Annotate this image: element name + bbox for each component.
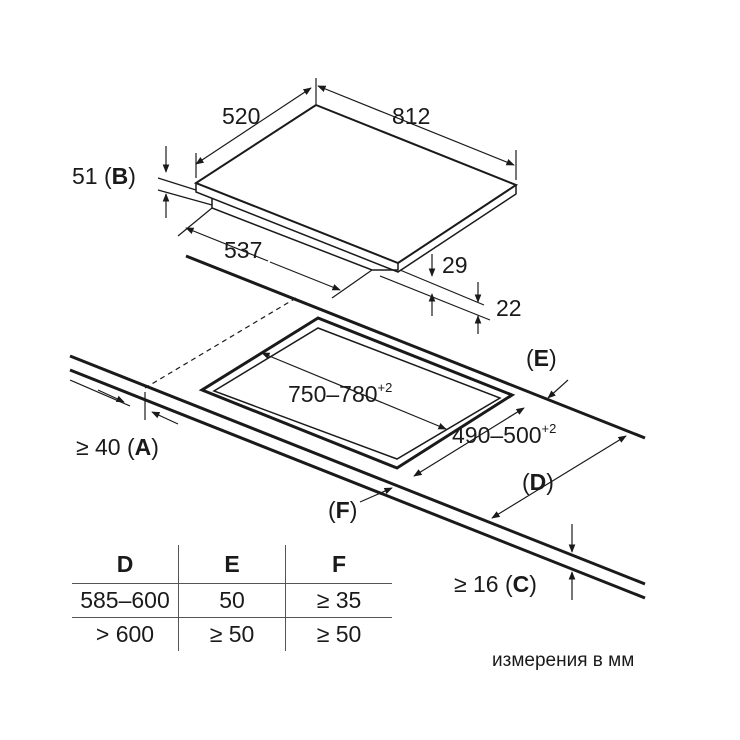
worktop-drawing (69, 254, 646, 600)
dim-arrow-f (359, 487, 393, 503)
worktop-front-edge-bottom (69, 368, 646, 600)
label-e: (E) (526, 345, 557, 371)
dim-arrow-a-right (151, 411, 179, 425)
dim-line-537 (185, 227, 269, 262)
units-note: измерения в мм (492, 650, 635, 671)
table-cell: ≥ 50 (178, 617, 286, 651)
worktop-left-dashed (144, 297, 297, 389)
label-490-500: 490–500+2 (452, 421, 556, 448)
cutout-outer (198, 316, 516, 470)
label-d: (D) (522, 469, 554, 495)
table-header-f: F (285, 545, 392, 584)
label-520: 520 (222, 103, 260, 129)
hob-front-edge (195, 183, 517, 273)
clearance-table: D E F 585–600 50 ≥ 35 > 600 ≥ 50 ≥ 50 (72, 545, 392, 651)
dim-arrow-a-left (97, 389, 125, 403)
table-row: 585–600 50 ≥ 35 (72, 583, 392, 618)
dim-line-812 (317, 85, 515, 166)
worktop-back-edge (185, 254, 646, 440)
worktop-front-edge-top (69, 354, 646, 586)
dim-line-520 (195, 87, 312, 165)
dim-line-490-500 (413, 407, 525, 477)
table-header-e: E (178, 545, 286, 584)
table-cell: > 600 (72, 617, 179, 651)
label-c: ≥ 16 (C) (454, 571, 537, 597)
dim-arrow-e (547, 379, 569, 399)
label-f: (F) (328, 497, 357, 523)
cutout-dimension-lines (69, 352, 627, 600)
dim-line-d (491, 435, 627, 519)
hob-dimension-lines (157, 78, 517, 334)
table-cell: ≥ 50 (285, 617, 392, 651)
label-a: ≥ 40 (A) (76, 434, 159, 460)
label-750-780: 750–780+2 (288, 380, 392, 407)
label-51-b: 51 (B) (72, 163, 136, 189)
label-537: 537 (224, 237, 262, 263)
label-22: 22 (496, 295, 522, 321)
label-812: 812 (392, 103, 430, 129)
table-header-d: D (116, 550, 134, 577)
table-header-row: D E F (72, 545, 392, 584)
table-cell: 585–600 (72, 583, 179, 618)
table-row: > 600 ≥ 50 ≥ 50 (72, 617, 392, 651)
table-cell: ≥ 35 (285, 583, 392, 618)
table-cell: 50 (178, 583, 286, 618)
label-29: 29 (442, 252, 468, 278)
